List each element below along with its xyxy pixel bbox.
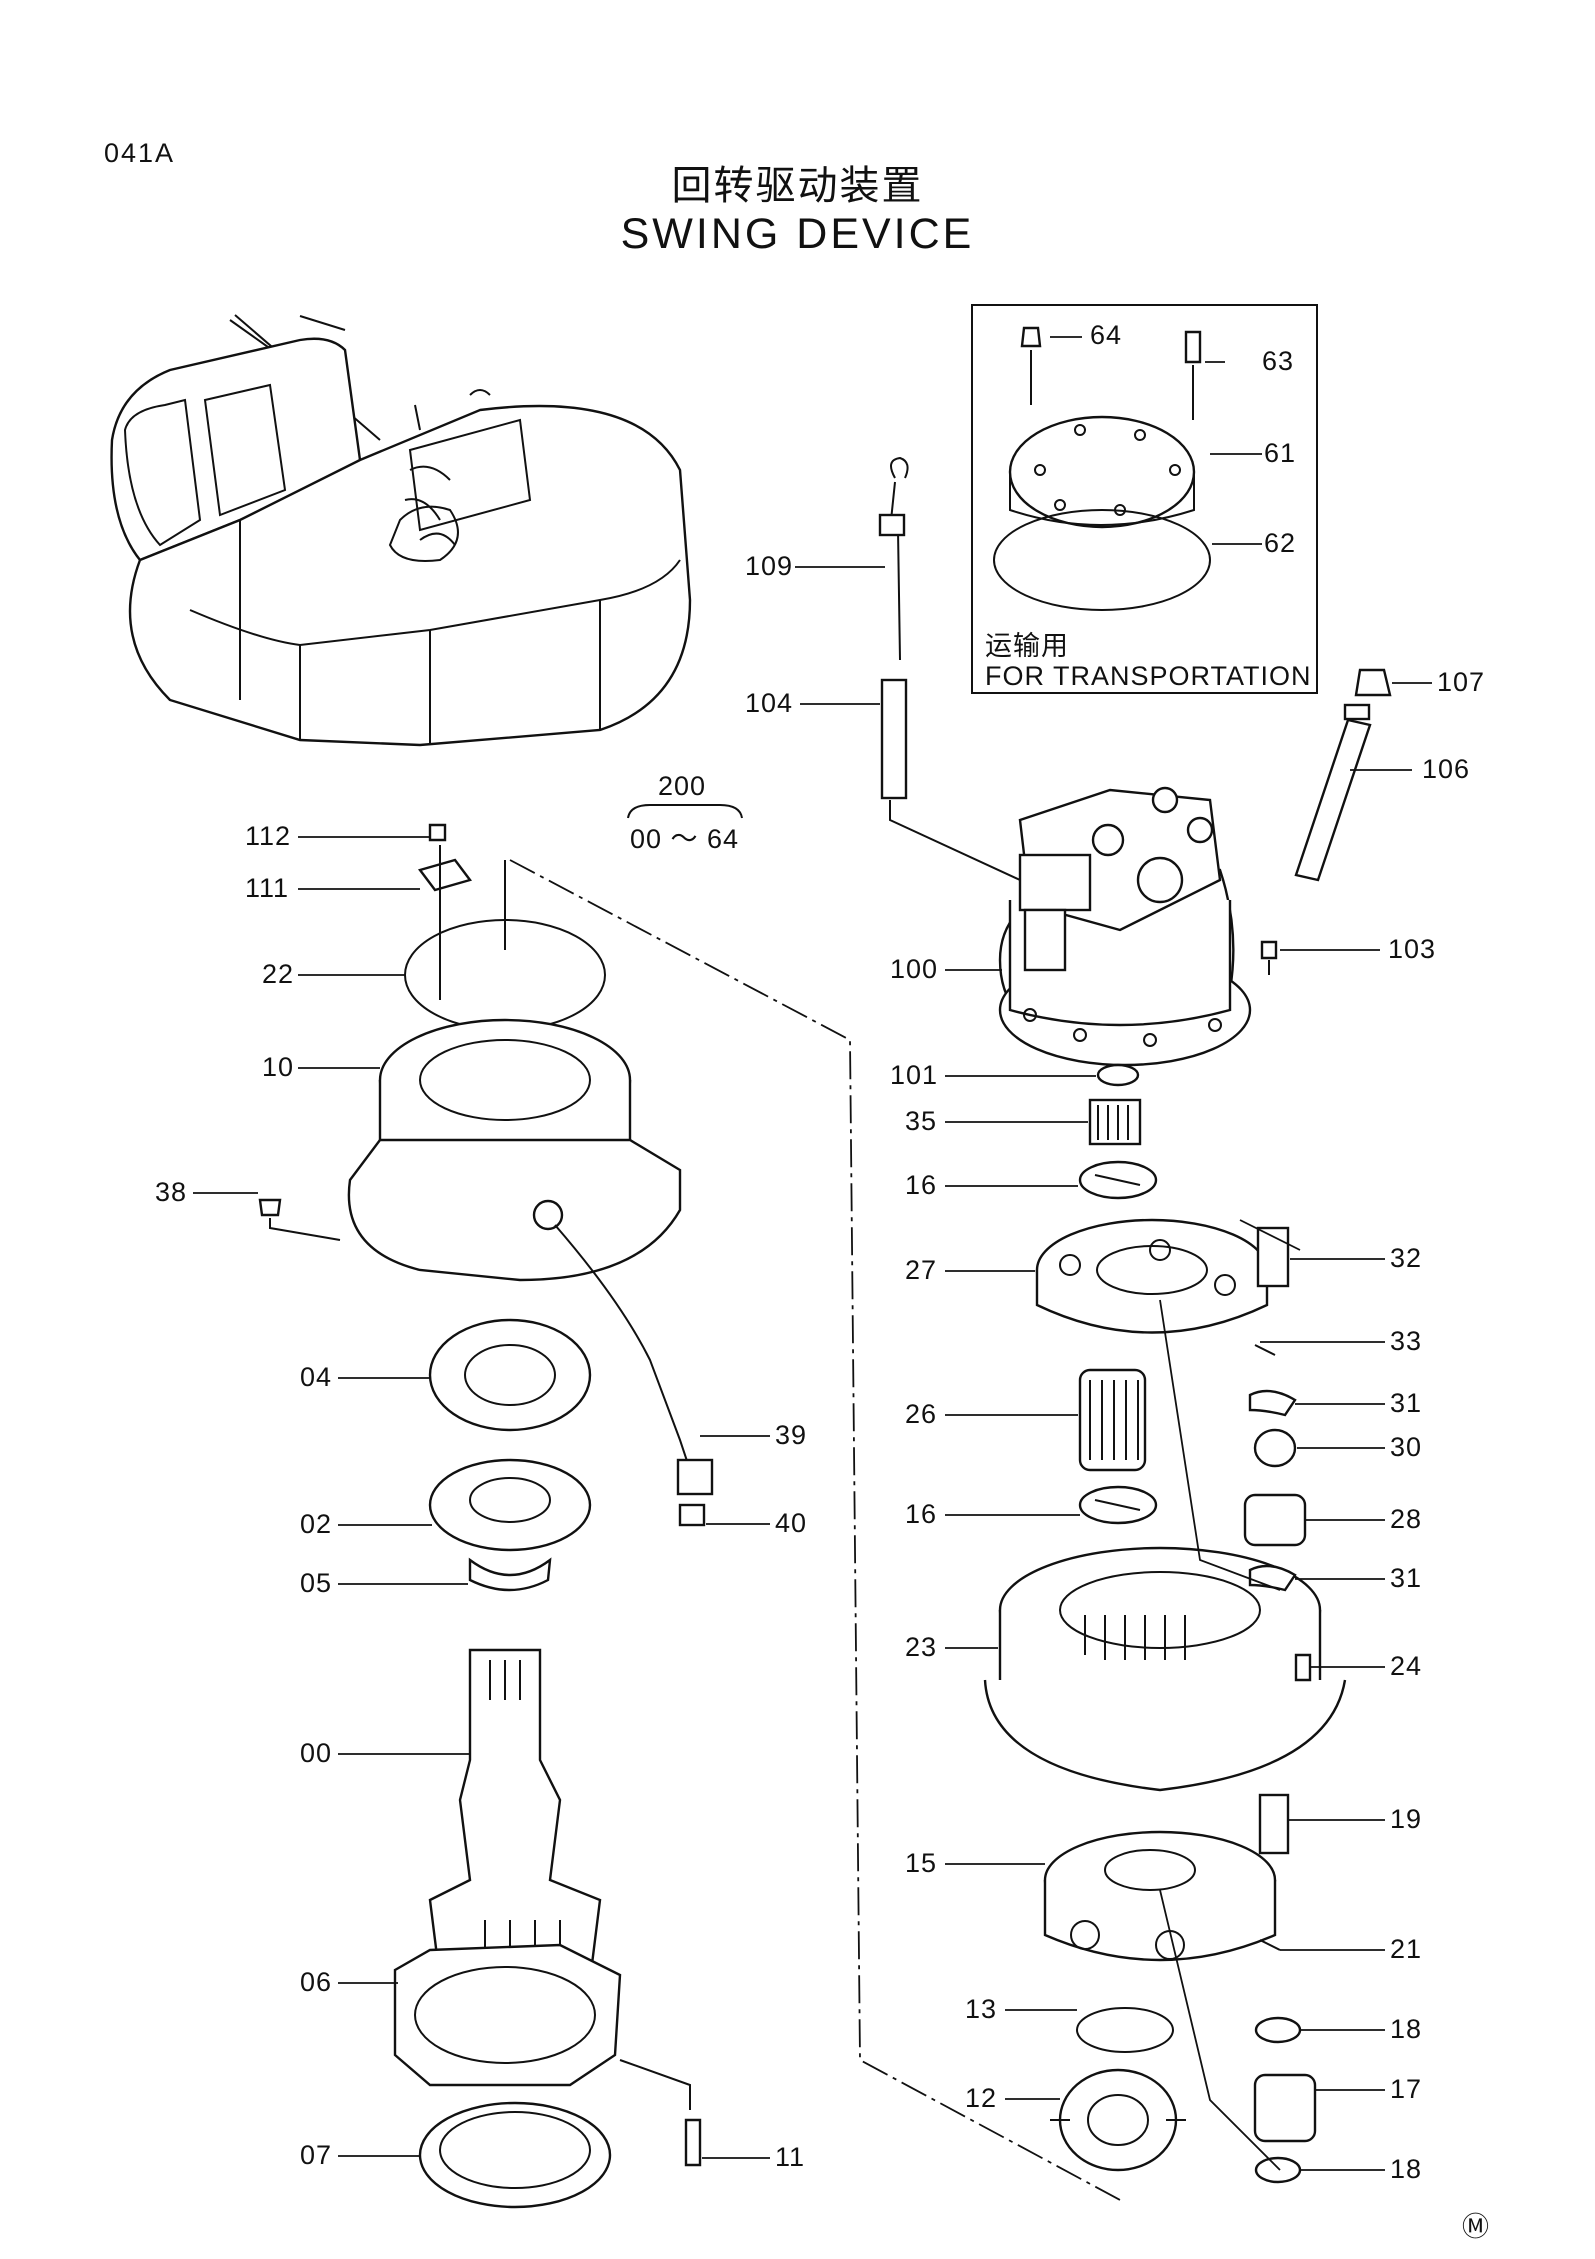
callout-100: 100 <box>890 954 938 984</box>
callout-16: 16 <box>905 1170 937 1200</box>
callout-33: 33 <box>1390 1326 1422 1356</box>
callout-107: 107 <box>1437 667 1485 697</box>
callout-24: 24 <box>1390 1651 1422 1681</box>
callout-11: 11 <box>775 2142 805 2172</box>
callout-07: 07 <box>300 2140 332 2170</box>
left-column-parts <box>258 823 714 2209</box>
title-chinese: 回转驱动装置 <box>671 163 924 209</box>
callout-27: 27 <box>905 1255 937 1285</box>
callout-00: 00 <box>300 1738 332 1768</box>
callout-18: 18 <box>1390 2014 1422 2044</box>
callout-64: 64 <box>1090 320 1122 350</box>
transport-label-cn: 运输用 <box>985 631 1069 661</box>
transport-label-en: FOR TRANSPORTATION <box>985 661 1312 691</box>
callouts: 64 63 61 62 109 104 107 106 103 100 101 … <box>155 320 1485 2184</box>
callout-106: 106 <box>1422 754 1470 784</box>
assembly-label: 200 00 ～ 64 <box>627 771 743 854</box>
excavator-overview <box>110 314 692 747</box>
callout-22: 22 <box>262 959 294 989</box>
callout-26: 26 <box>905 1399 937 1429</box>
callout-28: 28 <box>1390 1504 1422 1534</box>
callout-23: 23 <box>905 1632 937 1662</box>
callout-31b: 31 <box>1390 1563 1422 1593</box>
callout-10: 10 <box>262 1052 294 1082</box>
assembly-guide-lines <box>509 859 1301 2201</box>
assembly-number: 200 <box>658 771 706 801</box>
dipstick-parts <box>878 456 1021 881</box>
callout-112: 112 <box>245 821 291 851</box>
callout-109: 109 <box>745 551 793 581</box>
callout-21: 21 <box>1390 1934 1422 1964</box>
callout-02: 02 <box>300 1509 332 1539</box>
transport-cover-box: 运输用 FOR TRANSPORTATION <box>971 304 1318 694</box>
page-code: 041A <box>104 138 176 168</box>
callout-40: 40 <box>775 1508 807 1538</box>
callout-111: 111 <box>245 873 289 903</box>
small-right-parts <box>1243 1226 1317 2184</box>
callout-05: 05 <box>300 1568 332 1598</box>
callout-38: 38 <box>155 1177 187 1207</box>
callout-101: 101 <box>890 1060 938 1090</box>
callout-31: 31 <box>1390 1388 1422 1418</box>
callout-19: 19 <box>1390 1804 1422 1834</box>
callout-16b: 16 <box>905 1499 937 1529</box>
callout-12: 12 <box>965 2083 997 2113</box>
assembly-range: 00 ～ 64 <box>630 824 739 854</box>
m-mark: Ⓜ <box>1462 2212 1490 2242</box>
callout-13: 13 <box>965 1994 997 2024</box>
callout-06: 06 <box>300 1967 332 1997</box>
callout-17: 17 <box>1390 2074 1422 2104</box>
callout-61: 61 <box>1264 438 1296 468</box>
callout-04: 04 <box>300 1362 332 1392</box>
callout-39: 39 <box>775 1420 807 1450</box>
callout-62: 62 <box>1264 528 1296 558</box>
callout-63: 63 <box>1262 346 1294 376</box>
hose-parts <box>1260 668 1392 975</box>
callout-18b: 18 <box>1390 2154 1422 2184</box>
callout-15: 15 <box>905 1848 937 1878</box>
swing-motor <box>998 786 1252 1067</box>
title-english: SWING DEVICE <box>620 210 975 258</box>
callout-104: 104 <box>745 688 793 718</box>
callout-32: 32 <box>1390 1243 1422 1273</box>
callout-103: 103 <box>1388 934 1436 964</box>
callout-30: 30 <box>1390 1432 1422 1462</box>
callout-35: 35 <box>905 1106 937 1136</box>
planetary-parts <box>983 1063 1347 2172</box>
